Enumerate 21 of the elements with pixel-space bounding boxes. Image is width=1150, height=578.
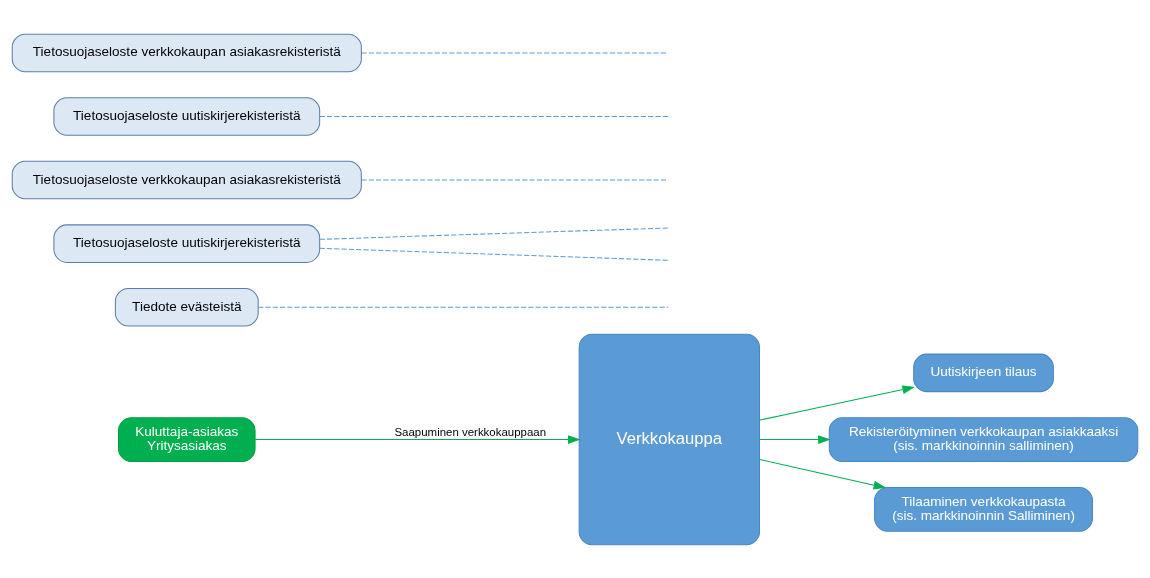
node-box: Tiedote evästeistä [114, 287, 259, 326]
connector [361, 51, 669, 53]
node-box: Tilaaminen verkkokaupasta (sis. markkinoinnin Salliminen) [874, 486, 1093, 532]
arrow [759, 434, 831, 444]
node-box: Tietosuojaseloste uutiskirjerekisteristä [53, 223, 321, 263]
node-box: Uutiskirjeen tilaus [913, 353, 1054, 392]
node-box: Tietosuojaseloste uutiskirjerekisteristä [53, 96, 321, 136]
arrow [254, 434, 581, 444]
connector [319, 115, 669, 117]
node-box: Tietosuojaseloste verkkokaupan asiakasrekisteristä [11, 160, 362, 199]
connector [319, 247, 669, 261]
connector [257, 306, 669, 308]
node-box: Verkkokauppa [578, 333, 760, 545]
node-box: Rekisteröityminen verkkokaupan asiakkaaksi (sis. markkinoinnin salliminen) [828, 416, 1139, 462]
arrow [759, 384, 915, 421]
node-box: Kuluttaja-asiakas Yritysasiakas [118, 416, 256, 462]
node-box: Tietosuojaseloste verkkokaupan asiakasrekisteristä [11, 33, 362, 72]
connector [361, 179, 669, 181]
arrow [759, 458, 887, 489]
connector [319, 227, 669, 240]
edge-label: Saapuminen verkkokauppaan [394, 425, 547, 438]
